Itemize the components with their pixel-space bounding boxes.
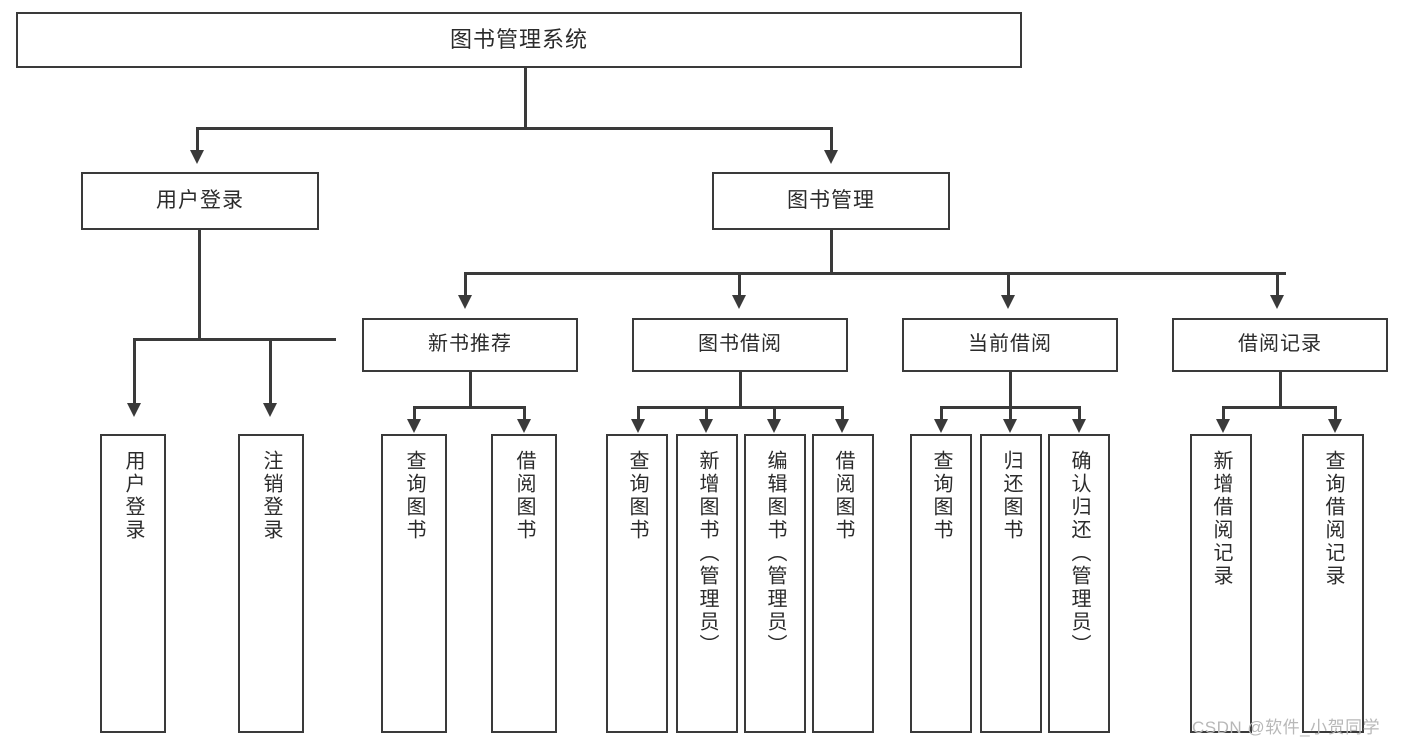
leaf-query-book-current[interactable]: 查询图书 (910, 434, 972, 733)
connector-new-book-stem (469, 372, 472, 408)
node-label: 借阅记录 (1238, 333, 1322, 356)
leaf-label: 借阅图书 (513, 450, 535, 542)
arrow-root-to-user-login (190, 150, 204, 164)
leaf-borrow-book[interactable]: 借阅图书 (812, 434, 874, 733)
connector-book-mgmt-stem (830, 230, 833, 274)
arrow-book-mgmt-to-c3 (1001, 295, 1015, 309)
connector-borrow-record-to-leaf-2 (1334, 406, 1337, 422)
connector-new-book-to-leaf-1 (413, 406, 416, 422)
leaf-label: 用户登录 (122, 450, 144, 542)
node-label: 图书管理 (787, 188, 875, 212)
connector-current-borrow-stem (1009, 372, 1012, 408)
connector-book-borrow-to-leaf-3 (773, 406, 776, 422)
connector-book-mgmt-bus (464, 272, 1286, 275)
leaf-query-book-recommend[interactable]: 查询图书 (381, 434, 447, 733)
connector-new-book-bus (413, 406, 526, 409)
connector-book-mgmt-to-c4 (1276, 272, 1279, 298)
arrow-book-borrow-to-leaf-2 (699, 419, 713, 433)
arrow-borrow-record-to-leaf-2 (1328, 419, 1342, 433)
leaf-borrow-book-recommend[interactable]: 借阅图书 (491, 434, 557, 733)
arrow-user-login-to-leaf-1 (127, 403, 141, 417)
leaf-query-book-borrow[interactable]: 查询图书 (606, 434, 668, 733)
leaf-label: 新增借阅记录 (1210, 450, 1232, 588)
connector-book-borrow-stem (739, 372, 742, 408)
leaf-edit-book-admin[interactable]: 编辑图书（管理员） (744, 434, 806, 733)
leaf-query-borrow-record[interactable]: 查询借阅记录 (1302, 434, 1364, 733)
leaf-label: 查询图书 (403, 450, 425, 542)
connector-current-borrow-to-leaf-2 (1009, 406, 1012, 422)
leaf-label: 查询借阅记录 (1322, 450, 1344, 588)
node-current-borrow[interactable]: 当前借阅 (902, 318, 1118, 372)
connector-book-mgmt-to-c1 (464, 272, 467, 298)
node-new-book-recommend[interactable]: 新书推荐 (362, 318, 578, 372)
node-label: 图书管理系统 (449, 27, 588, 53)
arrow-current-borrow-to-leaf-1 (934, 419, 948, 433)
arrow-user-login-to-leaf-2 (263, 403, 277, 417)
connector-borrow-record-to-leaf-1 (1222, 406, 1225, 422)
connector-root-to-user-login (196, 127, 199, 153)
connector-user-login-stem (198, 230, 201, 340)
connector-book-borrow-bus (637, 406, 844, 409)
arrow-book-mgmt-to-c2 (732, 295, 746, 309)
leaf-label: 注销登录 (260, 450, 282, 542)
csdn-watermark: CSDN @软件_小贺同学 (1192, 718, 1381, 737)
leaf-label: 归还图书 (1000, 450, 1022, 542)
connector-root-to-book-mgmt (830, 127, 833, 153)
arrow-book-mgmt-to-c1 (458, 295, 472, 309)
connector-root-bus (196, 127, 832, 130)
leaf-label: 新增图书（管理员） (696, 450, 718, 657)
arrow-borrow-record-to-leaf-1 (1216, 419, 1230, 433)
node-user-login[interactable]: 用户登录 (81, 172, 319, 230)
node-label: 新书推荐 (428, 333, 512, 356)
leaf-label: 编辑图书（管理员） (764, 450, 786, 657)
connector-new-book-to-leaf-2 (523, 406, 526, 422)
arrow-new-book-to-leaf-1 (407, 419, 421, 433)
connector-borrow-record-stem (1279, 372, 1282, 408)
node-book-management[interactable]: 图书管理 (712, 172, 950, 230)
node-label: 用户登录 (156, 188, 244, 212)
connector-book-borrow-to-leaf-4 (841, 406, 844, 422)
node-root-library-system[interactable]: 图书管理系统 (16, 12, 1022, 68)
leaf-return-book[interactable]: 归还图书 (980, 434, 1042, 733)
node-label: 图书借阅 (698, 333, 782, 356)
arrow-new-book-to-leaf-2 (517, 419, 531, 433)
node-book-borrow[interactable]: 图书借阅 (632, 318, 848, 372)
connector-book-borrow-to-leaf-2 (705, 406, 708, 422)
node-borrow-record[interactable]: 借阅记录 (1172, 318, 1388, 372)
leaf-confirm-return-admin[interactable]: 确认归还（管理员） (1048, 434, 1110, 733)
connector-borrow-record-bus (1222, 406, 1337, 409)
connector-root-stem (524, 68, 527, 128)
leaf-add-book-admin[interactable]: 新增图书（管理员） (676, 434, 738, 733)
leaf-label: 借阅图书 (832, 450, 854, 542)
arrow-book-mgmt-to-c4 (1270, 295, 1284, 309)
arrow-root-to-book-mgmt (824, 150, 838, 164)
leaf-logout[interactable]: 注销登录 (238, 434, 304, 733)
leaf-add-borrow-record[interactable]: 新增借阅记录 (1190, 434, 1252, 733)
arrow-current-borrow-to-leaf-2 (1003, 419, 1017, 433)
connector-user-login-bus (133, 338, 336, 341)
leaf-label: 查询图书 (930, 450, 952, 542)
arrow-book-borrow-to-leaf-4 (835, 419, 849, 433)
arrow-current-borrow-to-leaf-3 (1072, 419, 1086, 433)
connector-user-login-to-leaf-2 (269, 338, 272, 406)
connector-book-mgmt-to-c2 (738, 272, 741, 298)
arrow-book-borrow-to-leaf-1 (631, 419, 645, 433)
leaf-label: 确认归还（管理员） (1068, 450, 1090, 657)
connector-current-borrow-to-leaf-3 (1078, 406, 1081, 422)
leaf-user-login[interactable]: 用户登录 (100, 434, 166, 733)
connector-user-login-to-leaf-1 (133, 338, 136, 406)
connector-book-mgmt-to-c3 (1007, 272, 1010, 298)
node-label: 当前借阅 (968, 333, 1052, 356)
connector-book-borrow-to-leaf-1 (637, 406, 640, 422)
connector-current-borrow-to-leaf-1 (940, 406, 943, 422)
arrow-book-borrow-to-leaf-3 (767, 419, 781, 433)
leaf-label: 查询图书 (626, 450, 648, 542)
